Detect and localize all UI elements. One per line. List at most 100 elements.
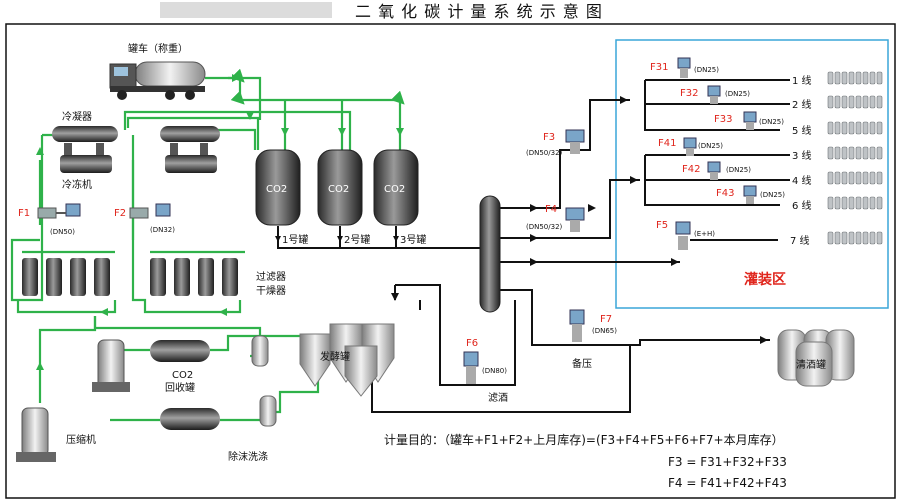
flowmeter-f7 — [569, 309, 585, 342]
line-2-label: 2 线 — [792, 98, 812, 111]
bottle — [827, 231, 834, 245]
flowmeter-f42 — [707, 161, 721, 180]
f42-dn: (DN25) — [726, 166, 751, 174]
flowmeter-f4 — [565, 207, 585, 232]
bottle — [855, 121, 862, 135]
compressor-label: 压缩机 — [66, 433, 96, 446]
bottle — [869, 171, 876, 185]
tank1-label: 1号罐 — [282, 233, 308, 246]
bottle — [855, 71, 862, 85]
title-bar: 二 氧 化 碳 计 量 系 统 示 意 图 — [160, 2, 602, 21]
line-4-label: 4 线 — [792, 174, 812, 187]
bottle — [876, 171, 883, 185]
washer-1 — [251, 335, 269, 367]
f31-label: F31 — [650, 62, 668, 73]
bottle — [827, 121, 834, 135]
f3-label: F3 — [543, 132, 555, 143]
f32-label: F32 — [680, 88, 698, 99]
bottle — [841, 95, 848, 109]
f41-label: F41 — [658, 138, 676, 149]
f4-label: F4 — [545, 204, 557, 215]
bottle — [834, 71, 841, 85]
f6-dn: (DN80) — [482, 367, 507, 375]
bottle — [841, 121, 848, 135]
flowmeter-f32 — [707, 85, 721, 104]
bottle — [876, 95, 883, 109]
bottle — [876, 71, 883, 85]
washer-2 — [259, 395, 277, 427]
bottle — [862, 95, 869, 109]
recovery-co2-label: CO2 — [172, 370, 193, 381]
bottle — [834, 196, 841, 210]
bottle-rows — [827, 71, 883, 245]
condenser-2 — [160, 126, 220, 173]
separator-column — [479, 195, 501, 313]
bottle — [841, 231, 848, 245]
line-6-label: 6 线 — [792, 199, 812, 212]
tanker-label: 罐车（称重） — [128, 42, 188, 55]
f43-dn: (DN25) — [760, 191, 785, 199]
f43-label: F43 — [716, 188, 734, 199]
f41-dn: (DN25) — [698, 142, 723, 150]
line-5-label: 5 线 — [792, 124, 812, 137]
bottle — [834, 171, 841, 185]
bottle — [848, 196, 855, 210]
clear-beer-tanks — [777, 329, 855, 387]
f5-dn: (E+H) — [694, 230, 715, 238]
f32-dn: (DN25) — [725, 90, 750, 98]
tank1-co2: CO2 — [266, 184, 287, 195]
co2-tank-3: CO2 — [373, 149, 419, 226]
bottle — [834, 146, 841, 160]
f3-dn: (DN50/32) — [526, 149, 563, 157]
f2-dn: (DN32) — [150, 226, 175, 234]
bottle — [869, 71, 876, 85]
f42-label: F42 — [682, 164, 700, 175]
line-3-label: 3 线 — [792, 149, 812, 162]
wash-label: 除沫洗涤 — [228, 450, 268, 463]
flowmeter-f33 — [743, 111, 757, 130]
co2-tank-2: CO2 — [317, 149, 363, 226]
tanker-truck — [109, 61, 206, 100]
compressor-lower — [16, 407, 56, 462]
f33-dn: (DN25) — [759, 118, 784, 126]
bottle — [862, 146, 869, 160]
bottle — [862, 171, 869, 185]
bottle — [855, 171, 862, 185]
bottle — [841, 146, 848, 160]
blurred-logo — [160, 2, 332, 18]
f7-dn: (DN65) — [592, 327, 617, 335]
bottle — [876, 121, 883, 135]
flowmeter-f2 — [129, 203, 171, 219]
bottle — [834, 121, 841, 135]
f1-dn: (DN50) — [50, 228, 75, 236]
recovery-tank-2 — [160, 408, 220, 430]
bottle — [827, 171, 834, 185]
line-7-label: 7 线 — [790, 234, 810, 247]
f33-label: F33 — [714, 114, 732, 125]
f6-label: F6 — [466, 338, 478, 349]
f31-dn: (DN25) — [694, 66, 719, 74]
bottle — [834, 95, 841, 109]
co2-tank-1: CO2 — [255, 149, 301, 226]
filter-label: 过滤器 — [256, 270, 286, 283]
bottle — [841, 71, 848, 85]
filter-dryer-bank-1 — [22, 258, 110, 296]
bottle — [848, 95, 855, 109]
bottle — [855, 146, 862, 160]
f3-formula: F3 = F31+F32+F33 — [668, 455, 787, 469]
tank3-label: 3号罐 — [400, 233, 426, 246]
bottle — [869, 95, 876, 109]
dryer-label: 干燥器 — [256, 285, 286, 297]
flowmeter-f6 — [463, 351, 479, 384]
outer-frame — [5, 23, 896, 499]
backup-pressure-label: 备压 — [572, 357, 592, 370]
bottle — [862, 231, 869, 245]
bottle — [869, 196, 876, 210]
flowmeter-f41 — [683, 137, 697, 156]
bottle — [876, 231, 883, 245]
tank2-label: 2号罐 — [344, 233, 370, 246]
tank2-co2: CO2 — [328, 184, 349, 195]
filter-dryer-bank-2 — [150, 258, 238, 296]
flowmeter-f3 — [565, 129, 585, 154]
